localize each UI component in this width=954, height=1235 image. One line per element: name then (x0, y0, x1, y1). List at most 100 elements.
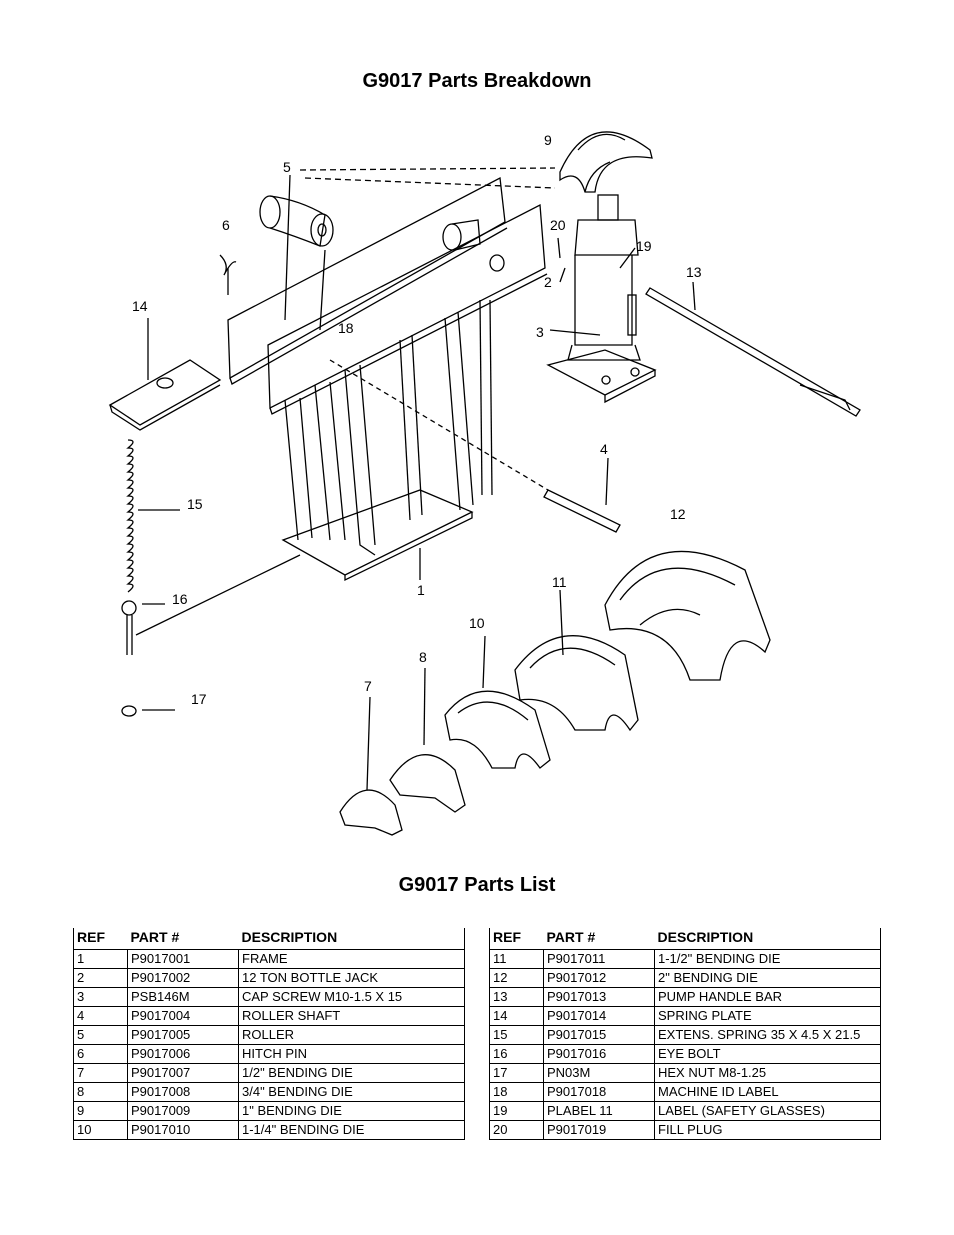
cell-part: P9017002 (127, 968, 239, 988)
cell-ref: 4 (73, 1006, 128, 1026)
cell-description: MACHINE ID LABEL (654, 1082, 881, 1102)
callout-4: 4 (600, 441, 608, 457)
cell-description: HEX NUT M8-1.25 (654, 1063, 881, 1083)
cell-part: P9017007 (127, 1063, 239, 1083)
cell-part: P9017001 (127, 949, 239, 969)
cell-description: EYE BOLT (654, 1044, 881, 1064)
callout-15: 15 (187, 496, 203, 512)
callout-6: 6 (222, 217, 230, 233)
callout-3: 3 (536, 324, 544, 340)
die-10-drawing (444, 690, 551, 769)
cell-part: PN03M (543, 1063, 655, 1083)
cell-ref: 19 (489, 1101, 544, 1121)
cell-part: P9017016 (543, 1044, 655, 1064)
cell-description: 1/2" BENDING DIE (238, 1063, 465, 1083)
hitch-pin-drawing (219, 254, 237, 276)
list-title: G9017 Parts List (398, 874, 556, 896)
cell-ref: 16 (489, 1044, 544, 1064)
cell-part: P9017006 (127, 1044, 239, 1064)
cell-part: P9017012 (543, 968, 655, 988)
cell-part: P9017013 (543, 987, 655, 1007)
cell-description: 12 TON BOTTLE JACK (238, 968, 465, 988)
nut-drawing (121, 705, 137, 717)
callout-10: 10 (469, 615, 485, 631)
parts-diagram: 9 5 6 20 19 13 2 14 18 3 4 15 12 11 1 16… (108, 131, 861, 836)
cell-part: P9017014 (543, 1006, 655, 1026)
cell-part: P9017004 (127, 1006, 239, 1026)
frame-back-plate (227, 176, 508, 385)
callout-8: 8 (419, 649, 427, 665)
eye-bolt-drawing (121, 600, 137, 655)
cell-description: 1-1/2" BENDING DIE (654, 949, 881, 969)
roller-5-drawing (259, 195, 334, 247)
cell-ref: 3 (73, 987, 128, 1007)
header-description: DESCRIPTION (657, 929, 754, 945)
cell-part: P9017009 (127, 1101, 239, 1121)
die-9-drawing (559, 131, 653, 193)
callout-18: 18 (338, 320, 354, 336)
cell-part: P9017010 (127, 1120, 239, 1140)
cell-description: 3/4" BENDING DIE (238, 1082, 465, 1102)
cell-description: SPRING PLATE (654, 1006, 881, 1026)
callout-2: 2 (544, 274, 552, 290)
callout-5: 5 (283, 159, 291, 175)
cell-description: 2" BENDING DIE (654, 968, 881, 988)
cell-ref: 8 (73, 1082, 128, 1102)
cell-part: PLABEL 11 (543, 1101, 655, 1121)
cell-ref: 5 (73, 1025, 128, 1045)
cell-ref: 11 (489, 949, 544, 969)
cell-ref: 6 (73, 1044, 128, 1064)
header-part: PART # (130, 929, 180, 945)
callout-20: 20 (550, 217, 566, 233)
cell-description: FILL PLUG (654, 1120, 881, 1140)
callout-12: 12 (670, 506, 686, 522)
die-11-drawing (514, 635, 639, 732)
callout-19: 19 (636, 238, 652, 254)
cell-ref: 7 (73, 1063, 128, 1083)
breakdown-title: G9017 Parts Breakdown (362, 70, 592, 92)
header-description: DESCRIPTION (241, 929, 338, 945)
callout-13: 13 (686, 264, 702, 280)
frame-front-plate (267, 203, 548, 415)
cell-description: 1-1/4" BENDING DIE (238, 1120, 465, 1140)
cell-part: P9017008 (127, 1082, 239, 1102)
spring-plate-drawing (108, 359, 222, 431)
cell-part: P9017011 (543, 949, 655, 969)
cell-ref: 13 (489, 987, 544, 1007)
cell-ref: 15 (489, 1025, 544, 1045)
cell-ref: 10 (73, 1120, 128, 1140)
roller-front-drawing (442, 219, 505, 272)
cell-description: EXTENS. SPRING 35 X 4.5 X 21.5 (654, 1025, 881, 1045)
bottle-jack-drawing (546, 194, 657, 404)
die-12-drawing (604, 550, 771, 681)
cell-description: ROLLER (238, 1025, 465, 1045)
header-part: PART # (546, 929, 596, 945)
cell-description: HITCH PIN (238, 1044, 465, 1064)
cell-ref: 1 (73, 949, 128, 969)
callout-7: 7 (364, 678, 372, 694)
spring-drawing (126, 439, 134, 593)
header-ref: REF (77, 929, 105, 945)
die-7-drawing (339, 789, 403, 836)
cell-description: 1" BENDING DIE (238, 1101, 465, 1121)
